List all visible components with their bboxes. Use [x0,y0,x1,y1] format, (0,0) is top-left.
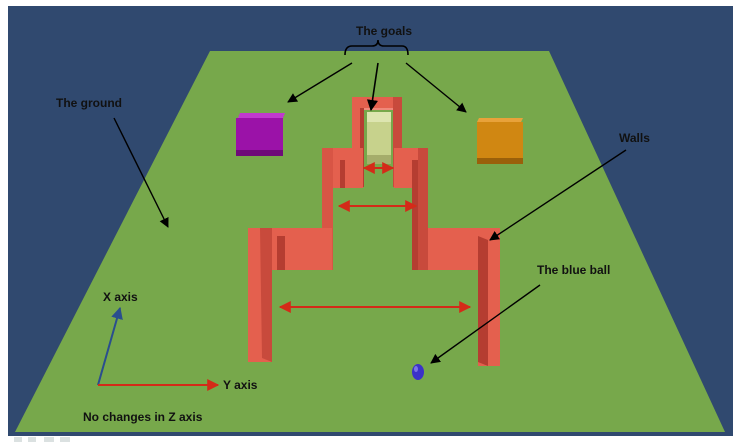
toolbar-remnant [14,437,70,442]
x-axis-label: X axis [103,290,138,304]
wall-mid-right [418,148,428,270]
y-axis-label: Y axis [223,378,258,392]
ground-label: The ground [56,96,122,110]
x-axis-arrow [97,306,123,386]
goal-orange-box [477,118,523,164]
walls-label: Walls [619,131,650,145]
ball-label: The blue ball [537,263,611,277]
wall-mid-left-back [330,148,363,188]
walls-arrow [489,149,627,241]
wall-top-right [393,97,402,187]
goals-arrow-center [366,62,379,112]
goals-brace [344,39,409,56]
maze-walls [248,97,500,366]
goals-arrow-right [405,62,467,113]
goal-purple-box [236,113,285,156]
ground-plane [15,51,725,432]
blue-ball [412,364,424,380]
goals-label: The goals [356,24,413,38]
goals-arrow-left [287,62,353,103]
ball-arrow [430,284,541,364]
z-axis-note: No changes in Z axis [83,410,203,424]
wall-mid-left [322,148,333,270]
goal-green-box [367,112,391,164]
ground-arrow [113,117,169,228]
